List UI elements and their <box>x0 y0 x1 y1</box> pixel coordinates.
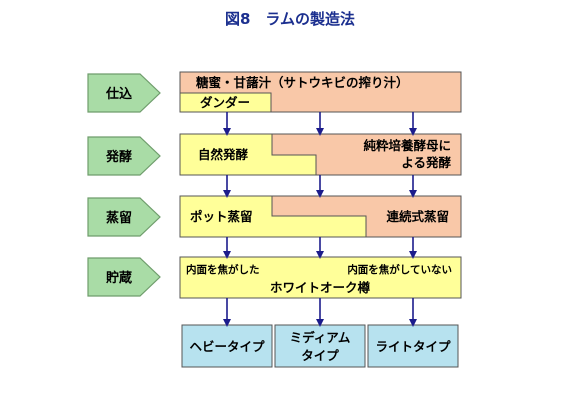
stage-chozo: 貯蔵 <box>87 257 161 297</box>
stage-label-shikomi: 仕込 <box>105 86 133 102</box>
result-medium: ミディアム タイプ <box>274 324 366 368</box>
uncharred-label: 内面を焦がしていない <box>347 263 452 276</box>
heavy-type-label: ヘビータイプ <box>189 339 265 354</box>
diagram-title: 図8 ラムの製造法 <box>225 10 355 28</box>
pure-yeast-label-line1: 純粋培養酵母に <box>363 138 451 153</box>
medium-type-label-line2: タイプ <box>301 348 339 363</box>
stage-label-hakko: 発酵 <box>105 149 132 165</box>
charred-label: 内面を焦がした <box>186 263 260 276</box>
natural-fermentation-label: 自然発酵 <box>198 147 249 162</box>
flow-arrows <box>223 112 417 327</box>
result-heavy: ヘビータイプ <box>181 324 273 368</box>
light-type-label: ライトタイプ <box>375 339 451 354</box>
stage-joryu: 蒸留 <box>87 197 161 237</box>
stage-label-chozo: 貯蔵 <box>106 270 132 286</box>
white-oak-cask-label: ホワイトオーク樽 <box>270 280 371 295</box>
result-light: ライトタイプ <box>367 324 459 368</box>
hakko-row: 自然発酵 純粋培養酵母に よる発酵 <box>179 133 462 176</box>
pure-yeast-region <box>271 133 462 176</box>
stage-hakko: 発酵 <box>87 136 161 176</box>
dunder-label: ダンダー <box>200 95 250 110</box>
medium-type-label-line1: ミディアム <box>290 330 351 345</box>
cask-box <box>179 256 462 299</box>
chozo-row: 内面を焦がした 内面を焦がしていない ホワイトオーク樽 <box>179 256 462 299</box>
shikomi-row: 糖蜜・甘藷汁（サトウキビの搾り汁） ダンダー <box>179 71 462 113</box>
molasses-label: 糖蜜・甘藷汁（サトウキビの搾り汁） <box>196 75 409 90</box>
joryu-row: ポット蒸留 連続式蒸留 <box>179 195 462 238</box>
continuous-region <box>271 195 462 238</box>
dunder-box <box>179 92 272 113</box>
stage-shikomi: 仕込 <box>87 73 161 113</box>
stage-label-joryu: 蒸留 <box>106 210 132 226</box>
pure-yeast-label-line2: よる発酵 <box>401 155 451 170</box>
continuous-still-label: 連続式蒸留 <box>386 209 449 224</box>
pot-still-label: ポット蒸留 <box>190 209 253 224</box>
